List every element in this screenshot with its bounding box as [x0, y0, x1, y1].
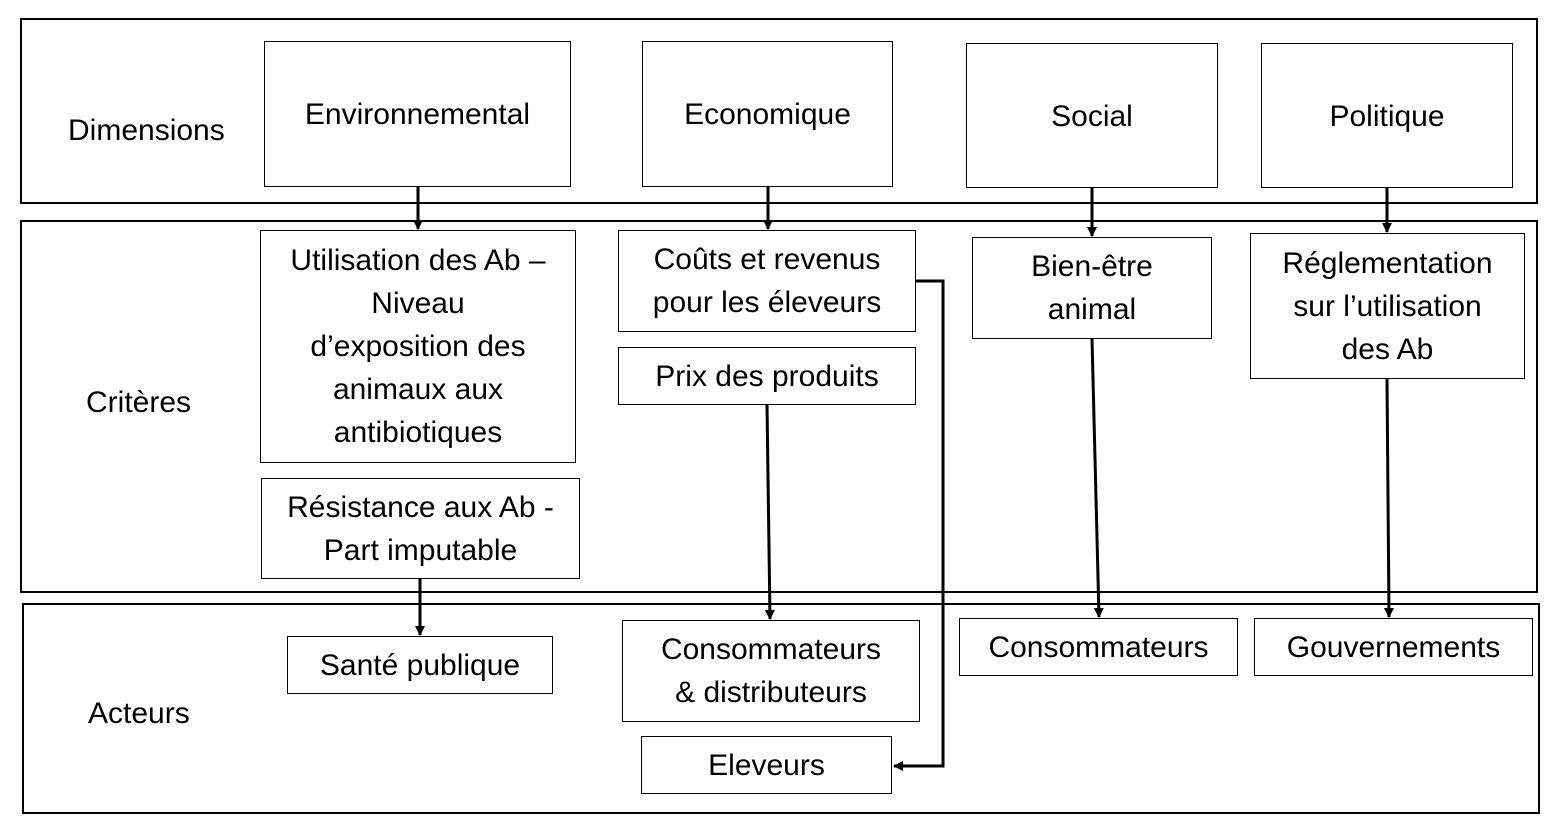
- critere-utilisation-ab-label: Utilisation des Ab – Niveau d’exposition…: [290, 244, 546, 449]
- dimension-social: Social: [966, 43, 1218, 188]
- critere-bien-etre-animal-label: Bien-être animal: [1031, 250, 1153, 326]
- dimension-economique-label: Economique: [684, 98, 851, 131]
- critere-reglementation-label: Réglementation sur l’utilisation des Ab: [1282, 246, 1493, 366]
- acteur-consommateurs-distributeurs-label: Consommateurs & distributeurs: [660, 633, 882, 709]
- acteur-consommateurs: Consommateurs: [959, 618, 1238, 676]
- critere-bien-etre-animal: Bien-être animal: [972, 237, 1212, 339]
- dimension-politique: Politique: [1261, 43, 1513, 188]
- dimension-economique: Economique: [642, 41, 893, 187]
- dimension-environnemental: Environnemental: [264, 41, 571, 187]
- critere-couts-revenus: Coûts et revenus pour les éleveurs: [618, 230, 916, 332]
- acteur-sante-publique: Santé publique: [287, 636, 553, 694]
- dimension-politique-label: Politique: [1329, 100, 1445, 133]
- acteur-eleveurs-label: Eleveurs: [708, 748, 825, 782]
- critere-reglementation: Réglementation sur l’utilisation des Ab: [1250, 233, 1525, 379]
- critere-resistance-ab-label: Résistance aux Ab - Part imputable: [287, 490, 554, 567]
- row-label-acteurs: Acteurs: [88, 697, 190, 730]
- criteres-band: [20, 220, 1538, 593]
- row-label-dimensions: Dimensions: [68, 114, 225, 147]
- critere-prix-produits: Prix des produits: [618, 347, 916, 405]
- row-label-criteres: Critères: [86, 386, 192, 419]
- acteur-gouvernements: Gouvernements: [1254, 618, 1533, 676]
- acteur-sante-publique-label: Santé publique: [319, 648, 521, 682]
- critere-couts-revenus-label: Coûts et revenus pour les éleveurs: [652, 243, 882, 319]
- critere-utilisation-ab: Utilisation des Ab – Niveau d’exposition…: [260, 230, 576, 463]
- critere-prix-produits-label: Prix des produits: [655, 359, 879, 393]
- acteur-consommateurs-label: Consommateurs: [988, 630, 1209, 664]
- acteurs-band: [22, 603, 1540, 814]
- acteur-eleveurs: Eleveurs: [641, 736, 892, 794]
- dimension-social-label: Social: [1051, 100, 1133, 133]
- acteur-gouvernements-label: Gouvernements: [1286, 630, 1501, 664]
- critere-resistance-ab: Résistance aux Ab - Part imputable: [261, 478, 580, 579]
- dimension-environnemental-label: Environnemental: [304, 98, 531, 131]
- acteur-consommateurs-distributeurs: Consommateurs & distributeurs: [622, 620, 920, 722]
- dimensions-band: [20, 18, 1538, 204]
